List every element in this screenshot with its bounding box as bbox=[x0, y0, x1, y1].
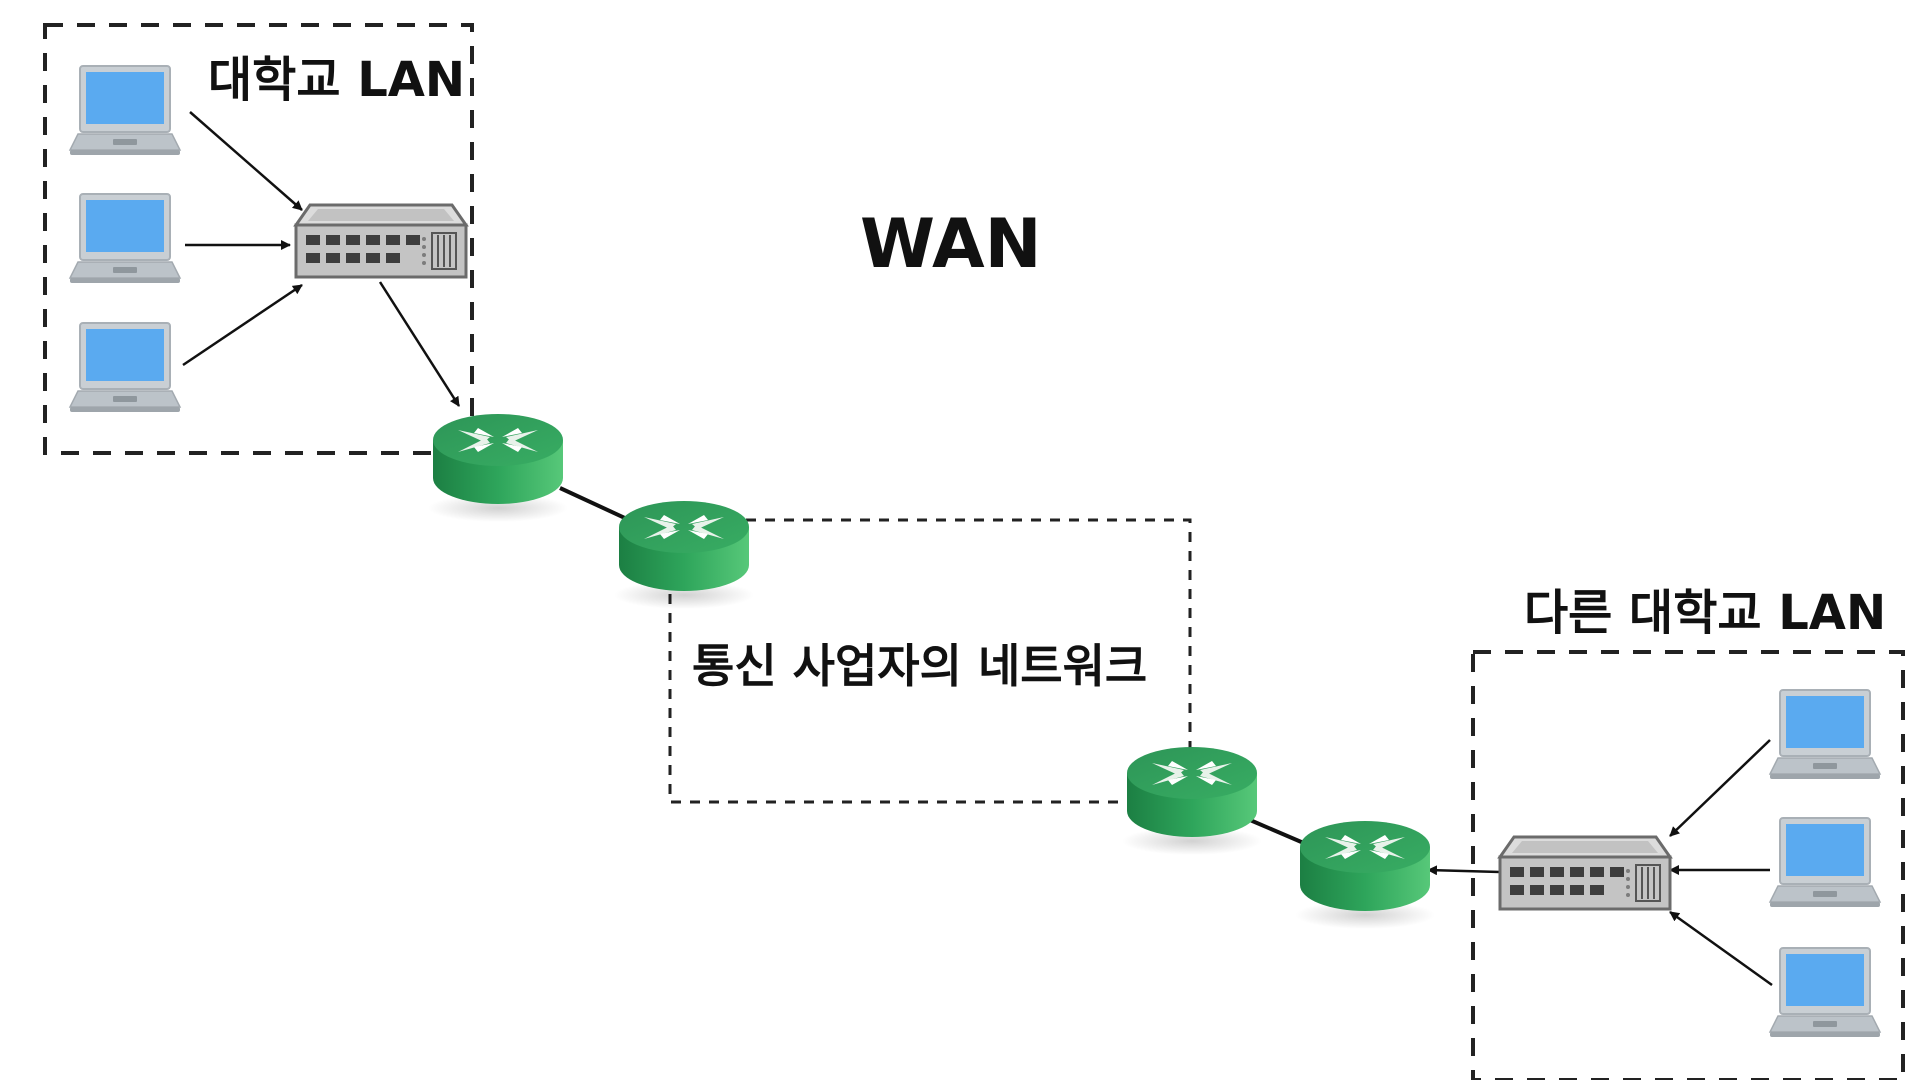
network-switch-icon bbox=[294, 203, 468, 279]
arrow-laptop6-switch bbox=[1669, 910, 1773, 987]
laptop-icon bbox=[1769, 817, 1881, 908]
laptop-icon bbox=[69, 193, 181, 284]
campus-lan-boundary bbox=[43, 23, 474, 455]
laptop-icon bbox=[1769, 689, 1881, 780]
router-icon bbox=[428, 414, 568, 522]
arrow-laptop3-switch bbox=[182, 283, 303, 367]
router-icon bbox=[1122, 747, 1262, 855]
network-switch-icon bbox=[1498, 835, 1672, 911]
arrow-laptop1-switch bbox=[189, 111, 303, 211]
laptop-icon bbox=[1769, 947, 1881, 1038]
campus-lan-label: 대학교 LAN bbox=[208, 52, 466, 108]
isp-network-boundary bbox=[668, 518, 1192, 804]
router-icon bbox=[1295, 821, 1435, 929]
isp-network-label: 통신 사업자의 네트워크 bbox=[692, 639, 1148, 693]
other-campus-lan-label: 다른 대학교 LAN bbox=[1524, 585, 1887, 641]
arrow-switch-router1 bbox=[378, 281, 461, 407]
laptop-icon bbox=[69, 65, 181, 156]
router-icon bbox=[614, 501, 754, 609]
arrow-switch-router4 bbox=[1427, 865, 1501, 876]
arrow-laptop4-switch bbox=[1669, 739, 1771, 837]
wan-label: WAN bbox=[860, 205, 1042, 284]
laptop-icon bbox=[69, 322, 181, 413]
